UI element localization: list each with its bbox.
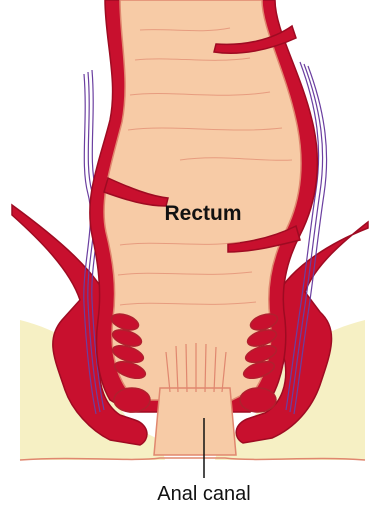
- rectum-label: Rectum: [164, 202, 241, 225]
- anal-canal-label: Anal canal: [157, 483, 250, 505]
- anal-canal: [154, 388, 236, 455]
